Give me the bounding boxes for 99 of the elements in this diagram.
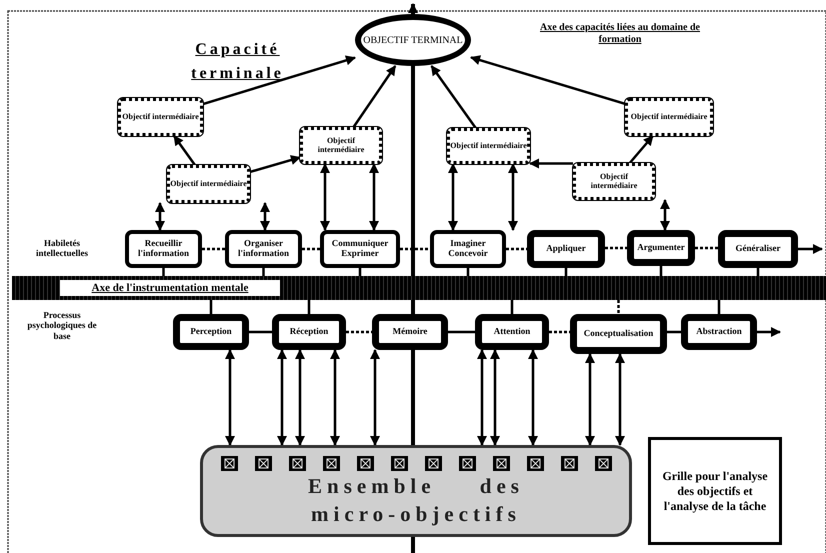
- node-text: Argumenter: [637, 243, 685, 253]
- arrow: [155, 202, 165, 231]
- skill-box: [125, 230, 202, 268]
- objective-box: [447, 128, 530, 164]
- arrow: [370, 349, 380, 446]
- axis-label: Axe des capacités liées au domaine de formation: [539, 22, 701, 45]
- node-text: Objectif intermédiaire: [170, 180, 247, 188]
- connector-line: [210, 300, 212, 314]
- node-text: Recueillir l'information: [137, 239, 190, 259]
- axis-label: Processus psychologiques de base: [26, 310, 98, 342]
- connector-line: [262, 268, 265, 276]
- arrow: [260, 202, 270, 231]
- node-text: Imaginer Concevoir: [447, 239, 489, 259]
- node-text: Appliquer: [546, 244, 586, 254]
- arrow: [448, 163, 458, 231]
- objective-box: [300, 127, 382, 164]
- arrow: [615, 353, 625, 446]
- node-text: Perception: [190, 327, 232, 337]
- arrow: [798, 244, 823, 254]
- arrow: [250, 155, 301, 174]
- connector-line: [249, 330, 272, 334]
- connector-line: [756, 268, 760, 276]
- arrow: [320, 163, 330, 231]
- process-box: [570, 314, 667, 354]
- arrow: [529, 158, 573, 168]
- arrow: [430, 65, 477, 129]
- arrow: [757, 327, 781, 337]
- arrow: [173, 135, 196, 166]
- objective-box: [118, 98, 203, 136]
- node-text: Communiquer Exprimer: [330, 239, 390, 259]
- arrow: [585, 353, 595, 446]
- note-box: [648, 437, 782, 545]
- connector-line: [302, 248, 320, 250]
- connector-line: [564, 268, 568, 276]
- connector-line: [162, 268, 165, 276]
- connector-line: [605, 246, 627, 250]
- connector-line: [448, 330, 475, 334]
- arrow: [295, 349, 305, 446]
- arrow: [628, 135, 654, 164]
- node-text: Mémoire: [392, 327, 428, 337]
- node-text: Attention: [494, 327, 530, 337]
- objective-box: [625, 98, 713, 136]
- connector-line: [506, 248, 527, 250]
- node-text: Réception: [290, 327, 328, 337]
- arrow: [369, 163, 379, 231]
- connector-line: [549, 330, 570, 334]
- node-text: Ensemble des micro-objectifs: [307, 473, 525, 528]
- arrow: [470, 55, 626, 105]
- arrow: [225, 349, 235, 446]
- connector-line: [617, 300, 620, 314]
- node-text: Généraliser: [736, 244, 780, 254]
- arrow: [660, 199, 670, 231]
- arrow: [330, 349, 340, 446]
- connector-line: [358, 268, 362, 276]
- node-text: OBJECTIF TERMINAL: [363, 34, 463, 46]
- node-text: Conceptualisation: [584, 329, 654, 339]
- arrow: [508, 163, 518, 231]
- arrow: [352, 65, 396, 128]
- arrow: [477, 349, 487, 446]
- node-text: Objectif intermédiaire: [630, 112, 708, 122]
- connector-line: [346, 330, 372, 334]
- connector-line: [308, 300, 310, 314]
- node-text: Objectif intermédiaire: [316, 136, 366, 154]
- skill-box: [627, 230, 695, 266]
- skill-box: [430, 230, 506, 268]
- process-box: [681, 314, 757, 350]
- connector-line: [695, 246, 718, 250]
- objective-box: [573, 163, 655, 200]
- connector-line: [400, 248, 430, 250]
- node-text: Objectif intermédiaire: [122, 112, 199, 122]
- axis-label: Habiletés intellectuelles: [35, 238, 89, 259]
- process-box: [272, 314, 346, 350]
- arrow: [490, 349, 500, 446]
- connector-line: [466, 268, 470, 276]
- node-text: Objectif intermédiaire: [590, 172, 638, 190]
- connector-line: [718, 300, 720, 314]
- process-box: [173, 314, 249, 350]
- node-text: Organiser l'information: [237, 239, 290, 259]
- connector-line: [660, 266, 662, 276]
- arrow: [528, 349, 538, 446]
- connector-line: [202, 248, 225, 250]
- node-text: Grille pour l'analyse des objectifs et l'analyse de la tâche: [661, 468, 769, 514]
- skill-box: [225, 230, 302, 268]
- skill-box: [718, 230, 798, 268]
- micro-objectives-box: [200, 445, 632, 537]
- axis-label: Axe de l'instrumentation mentale: [60, 280, 280, 296]
- connector-line: [667, 330, 681, 334]
- connector-line: [510, 300, 514, 314]
- node-text: Abstraction: [696, 327, 742, 337]
- heading: Capacité terminale: [190, 40, 285, 84]
- objective-box: [167, 165, 250, 203]
- process-box: [372, 314, 448, 350]
- arrow: [202, 56, 356, 106]
- skill-box: [527, 230, 605, 268]
- skill-box: [320, 230, 400, 268]
- axis-band: [12, 276, 826, 300]
- node-text: Objectif intermédiaire: [450, 142, 527, 150]
- process-box: [475, 314, 549, 350]
- arrow: [277, 349, 287, 446]
